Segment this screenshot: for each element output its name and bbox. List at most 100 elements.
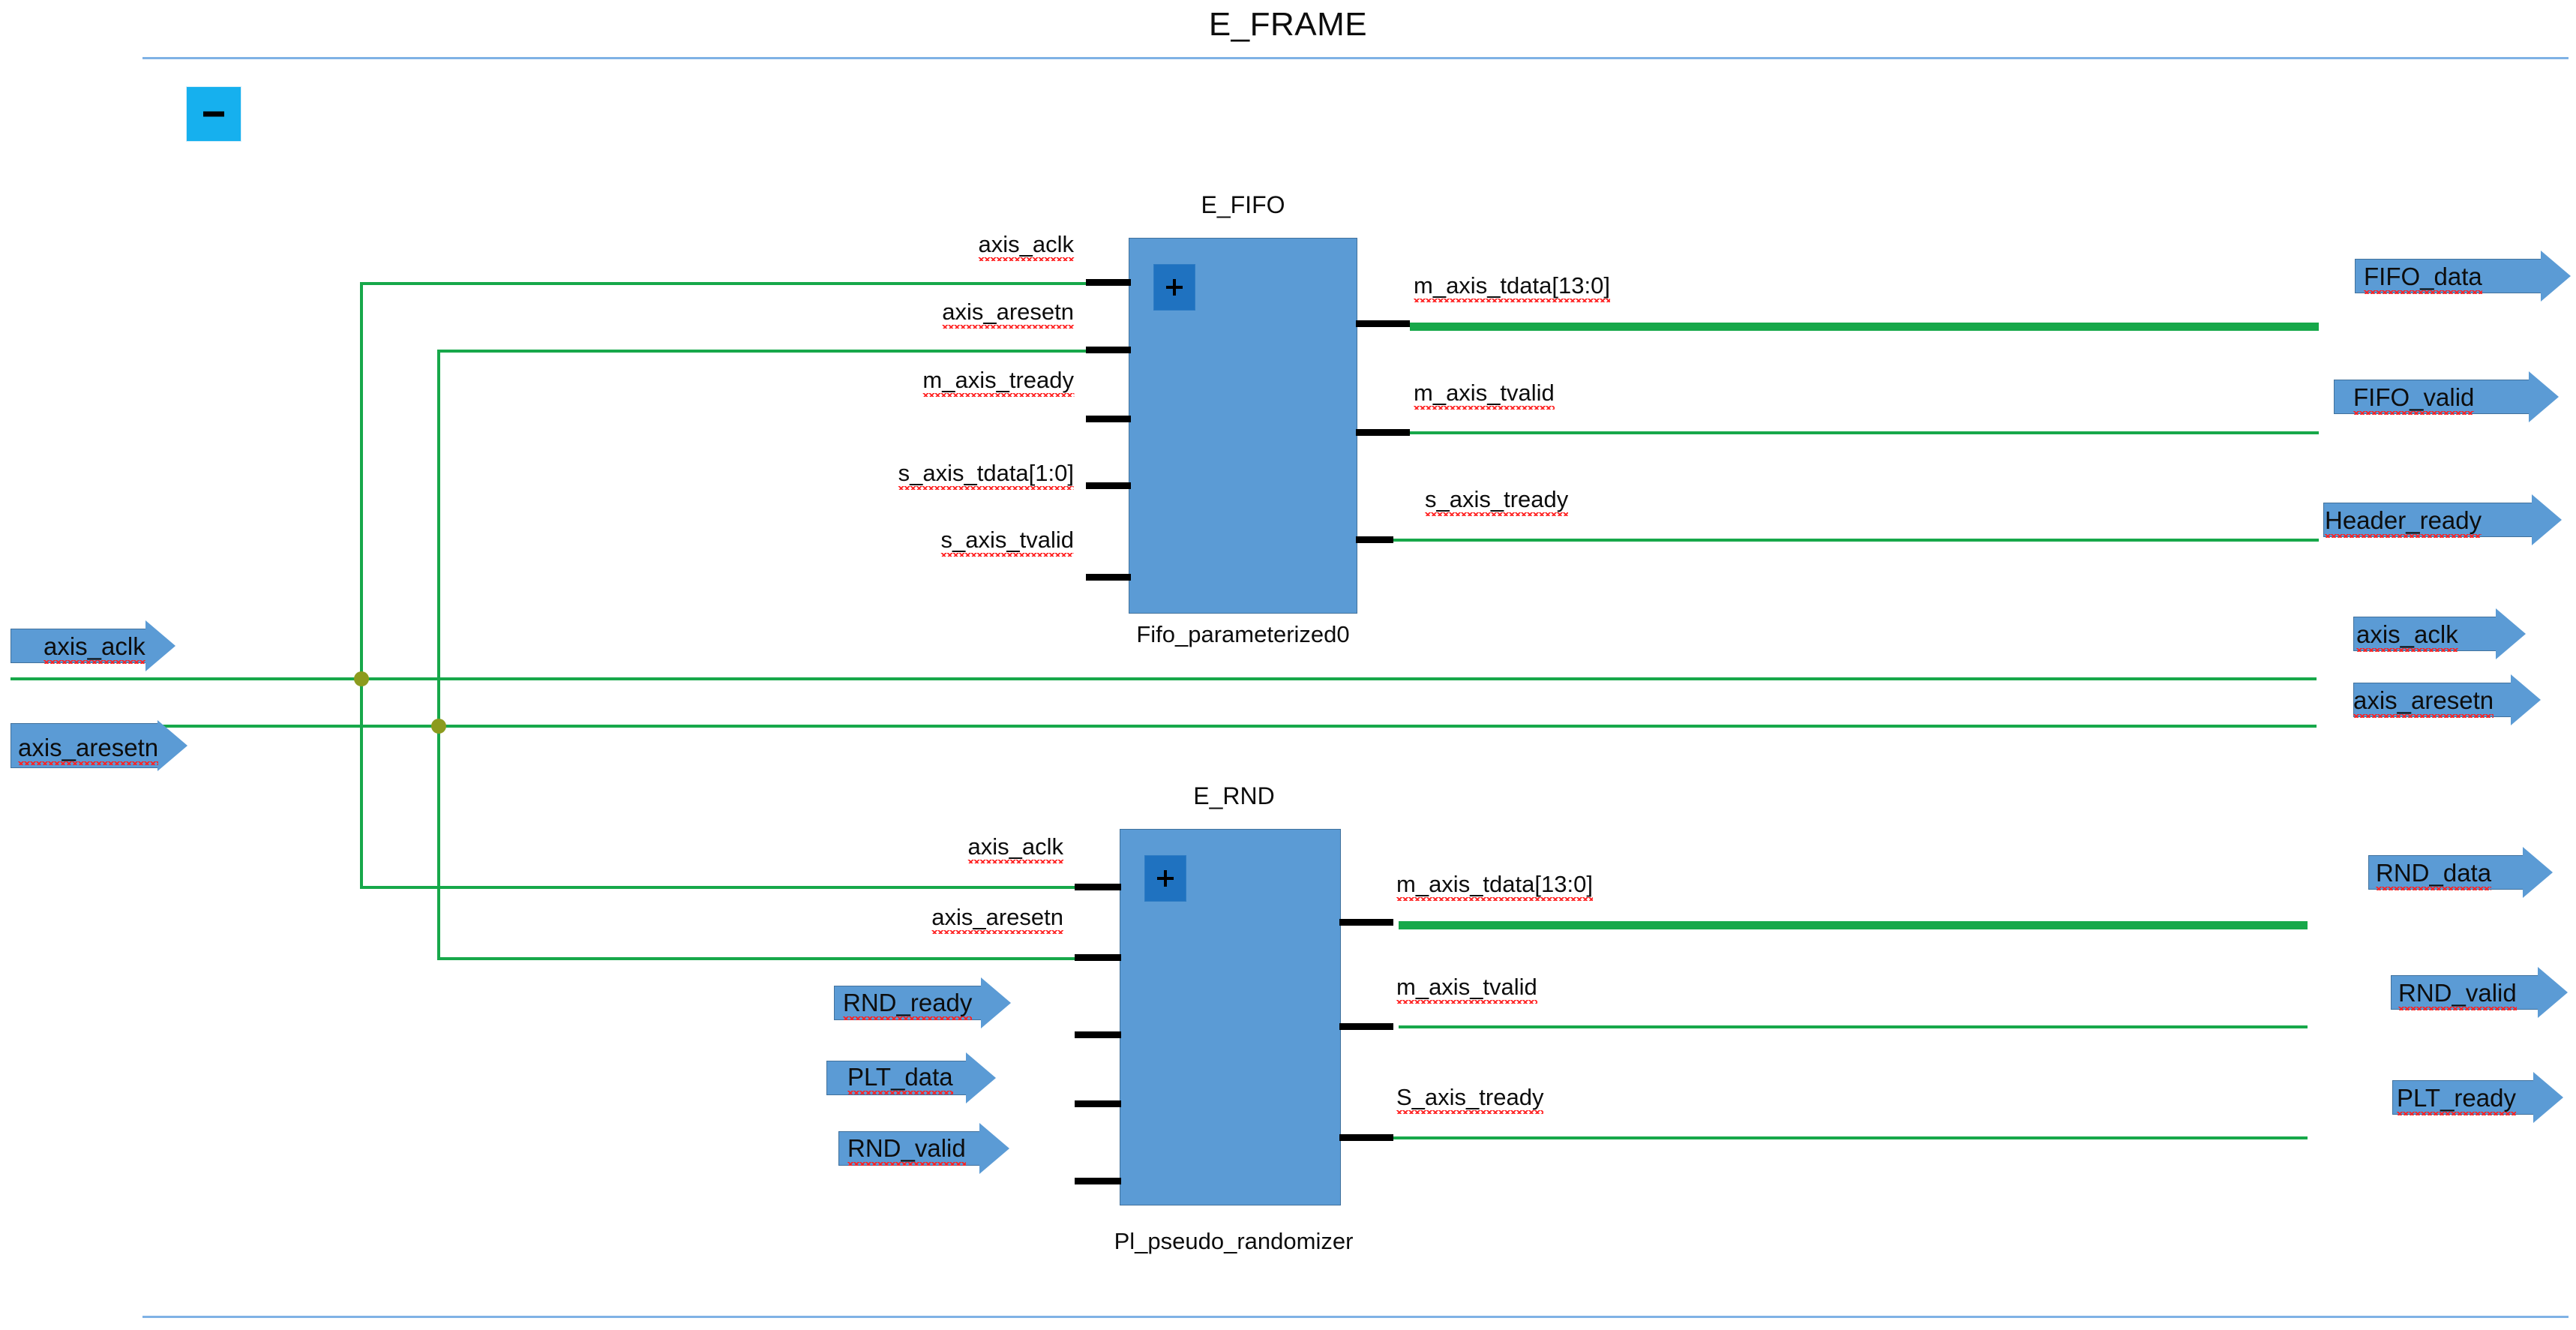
minus-icon (203, 111, 224, 117)
wire-rnd-tready (1391, 1136, 2308, 1139)
pin-output (1339, 1134, 1393, 1141)
wire-aclk-to-rnd (360, 886, 1129, 889)
port-label-text: m_axis_tdata[13:0] (1396, 871, 1593, 901)
pin-input (1086, 347, 1131, 353)
port-label-text: m_axis_tready (922, 367, 1074, 397)
external-port-label-out-fifo-data: FIFO_data (2364, 263, 2482, 294)
module-title-e-fifo: E_FIFO (1201, 191, 1285, 218)
module-caption-e-fifo: Fifo_parameterized0 (1136, 621, 1350, 647)
expand-icon[interactable] (1144, 855, 1186, 902)
pin-input (1086, 482, 1131, 489)
pin-output (1356, 320, 1410, 327)
wire-fifo-tvalid (1410, 431, 2319, 434)
port-arrow-label-plt-data: PLT_data (847, 1063, 953, 1094)
port-label-fifo-in-1: axis_aresetn (942, 299, 1074, 329)
port-label-text: m_axis_tdata[13:0] (1414, 272, 1610, 302)
external-port-label-out-fifo-valid: FIFO_valid (2353, 383, 2475, 415)
port-label-text: m_axis_tvalid (1414, 380, 1555, 410)
pin-output (1339, 1023, 1393, 1030)
pin-input (1075, 1178, 1121, 1184)
port-label-fifo-in-0: axis_aclk (978, 231, 1074, 261)
port-label-fifo-out-0: m_axis_tdata[13:0] (1414, 272, 1610, 302)
external-port-in-axis-aclk[interactable] (10, 629, 147, 663)
port-label-text: m_axis_tvalid (1396, 974, 1537, 1004)
pin-input (1075, 954, 1121, 961)
port-label-text: s_axis_tvalid (940, 527, 1075, 557)
port-label-text: FIFO_valid (2353, 383, 2475, 415)
external-port-out-header-ready[interactable] (2323, 503, 2533, 537)
external-port-label-out-axis-aresetn: axis_aresetn (2353, 686, 2494, 718)
port-label-rnd-out-2: S_axis_tready (1396, 1085, 1544, 1114)
port-label-text: Header_ready (2325, 506, 2482, 538)
header-divider (142, 57, 2569, 59)
port-label-text: RND_ready (843, 989, 973, 1020)
collapse-button[interactable] (186, 86, 241, 142)
port-label-fifo-in-4: s_axis_tvalid (940, 527, 1075, 557)
port-arrow-plt-data[interactable] (826, 1061, 967, 1095)
wire-aclk-trunk (10, 677, 2317, 680)
module-caption-e-rnd: Pl_pseudo_randomizer (1114, 1228, 1354, 1254)
port-label-rnd-in-0: axis_aclk (967, 833, 1063, 863)
port-arrow-label-rnd-valid: RND_valid (847, 1134, 966, 1166)
port-label-text: axis_aresetn (18, 734, 159, 765)
port-label-rnd-out-1: m_axis_tvalid (1396, 974, 1537, 1004)
page-title: E_FRAME (1208, 6, 1368, 43)
port-label-text: FIFO_data (2364, 263, 2482, 294)
port-label-text: axis_aresetn (2353, 686, 2494, 718)
wire-aresetn-to-fifo (437, 350, 1129, 353)
port-label-text: PLT_data (847, 1063, 953, 1094)
port-label-text: axis_aresetn (942, 299, 1074, 329)
module-block-e-fifo[interactable] (1129, 238, 1357, 614)
port-label-fifo-out-1: m_axis_tvalid (1414, 380, 1555, 410)
pin-input (1086, 574, 1131, 581)
external-port-label-out-rnd-data: RND_data (2376, 859, 2492, 890)
pin-input (1075, 884, 1121, 890)
wire-aresetn-riser (437, 351, 440, 960)
port-label-fifo-in-3: s_axis_tdata[1:0] (898, 461, 1075, 490)
port-label-text: axis_aresetn (931, 904, 1063, 934)
external-port-out-rnd-valid[interactable] (2391, 975, 2539, 1010)
external-port-in-axis-aresetn[interactable] (10, 723, 159, 768)
external-port-label-out-axis-aclk: axis_aclk (2356, 620, 2458, 652)
port-label-text: axis_aclk (978, 231, 1074, 261)
port-arrow-label-rnd-ready: RND_ready (843, 989, 973, 1020)
external-port-label-in-axis-aclk: axis_aclk (43, 632, 145, 664)
pin-output (1356, 536, 1393, 543)
wire-junction (431, 719, 446, 734)
pin-input (1086, 279, 1131, 286)
module-title-e-rnd: E_RND (1193, 782, 1275, 809)
port-label-rnd-in-1: axis_aresetn (931, 904, 1063, 934)
port-label-text: RND_valid (847, 1134, 966, 1166)
pin-input (1086, 416, 1131, 422)
external-port-label-in-axis-aresetn: axis_aresetn (18, 734, 159, 765)
port-label-fifo-in-2: m_axis_tready (922, 367, 1074, 397)
port-label-fifo-out-2: s_axis_tready (1425, 486, 1569, 516)
port-label-text: axis_aclk (43, 632, 145, 664)
port-label-text: axis_aclk (2356, 620, 2458, 652)
external-port-out-fifo-data[interactable] (2355, 259, 2542, 293)
wire-rnd-tvalid (1399, 1025, 2308, 1028)
external-port-label-out-plt-ready: PLT_ready (2397, 1084, 2516, 1115)
port-label-text: s_axis_tready (1425, 486, 1569, 516)
wire-aresetn-to-rnd (437, 957, 1129, 960)
module-block-e-rnd[interactable] (1120, 829, 1341, 1205)
wire-aresetn-trunk (52, 725, 2317, 728)
external-port-label-out-rnd-valid: RND_valid (2398, 979, 2517, 1010)
wire-aclk-riser (360, 284, 363, 889)
pin-input (1075, 1100, 1121, 1107)
wire-fifo-tdata (1410, 323, 2319, 331)
port-label-text: RND_valid (2398, 979, 2517, 1010)
wire-junction (354, 671, 369, 686)
pin-input (1075, 1031, 1121, 1038)
port-label-text: axis_aclk (967, 833, 1063, 863)
expand-icon[interactable] (1153, 264, 1195, 311)
port-label-text: RND_data (2376, 859, 2492, 890)
port-label-rnd-out-0: m_axis_tdata[13:0] (1396, 871, 1593, 901)
wire-aclk-to-fifo (360, 282, 1129, 285)
wire-fifo-tready (1391, 539, 2319, 542)
wire-rnd-tdata (1399, 921, 2308, 929)
external-port-label-out-header-ready: Header_ready (2325, 506, 2482, 538)
external-port-out-rnd-data[interactable] (2368, 855, 2524, 890)
pin-output (1339, 919, 1393, 926)
port-label-text: PLT_ready (2397, 1084, 2516, 1115)
